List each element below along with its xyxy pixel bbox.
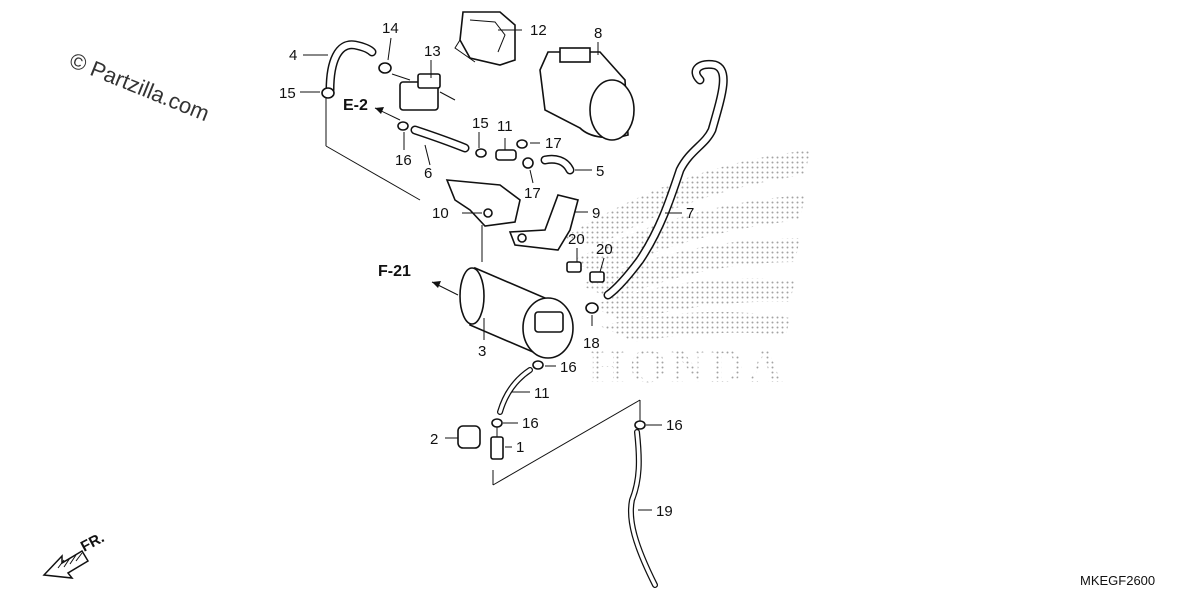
callout-16b: 16 [395, 152, 412, 169]
canister-part-3 [459, 266, 574, 359]
reference-label-f21: F-21 [378, 263, 411, 280]
bracket-part-9 [508, 194, 579, 251]
joint-part-1 [490, 426, 504, 460]
callout-20a: 20 [568, 231, 585, 248]
hose-part-19 [627, 429, 658, 588]
callout-17b: 17 [524, 185, 541, 202]
front-direction-arrow: FR. [42, 529, 107, 579]
solenoid-valve-part-14 [391, 73, 456, 111]
bolt-part-20a [566, 261, 582, 273]
callout-1: 1 [516, 439, 524, 456]
bracket-part-10 [445, 179, 521, 227]
callout-6: 6 [424, 165, 432, 182]
clip-part-18 [585, 302, 599, 314]
callout-14: 13 [424, 43, 441, 60]
callout-16d: 16 [522, 415, 539, 432]
callout-16a: 15 [472, 115, 489, 132]
assembly-lines [325, 96, 641, 486]
reference-f21: F-21 [378, 263, 459, 296]
callout-2: 2 [430, 431, 438, 448]
clip-part-16d [634, 420, 646, 430]
callout-labels: 4 14 15 13 12 8 15 16 6 11 17 17 5 10 9 … [279, 20, 694, 520]
callout-11: 11 [534, 385, 550, 402]
callout-10: 10 [432, 205, 449, 222]
callout-15b: 15 [279, 85, 296, 102]
cover-part-12 [454, 11, 516, 66]
callout-18: 18 [583, 335, 600, 352]
diagram-code: MKEGF2600 [1080, 573, 1155, 588]
joint-part-13 [495, 149, 517, 161]
watermark: © Partzilla.com [66, 47, 213, 126]
bolt-part-20b [589, 271, 605, 283]
hose-part-7 [603, 59, 728, 300]
callout-8: 8 [594, 25, 602, 42]
hose-part-6 [410, 125, 470, 153]
hose-part-4 [325, 40, 377, 95]
plug-part-2 [457, 425, 481, 449]
clip-part-17a [516, 139, 528, 149]
callout-16e: 16 [666, 417, 683, 434]
clip-part-15a [378, 62, 392, 74]
callout-5: 5 [596, 163, 604, 180]
clip-part-15b [321, 87, 335, 99]
callout-leaders [300, 29, 682, 511]
clip-part-17b [522, 157, 534, 169]
arrow-hatching [57, 552, 83, 569]
callout-19: 19 [656, 503, 673, 520]
callout-20b: 20 [596, 241, 613, 258]
hose-part-11 [497, 367, 533, 415]
honda-logo-text: HONDA [588, 340, 787, 393]
callout-15a: 14 [382, 20, 399, 37]
callout-9: 9 [592, 205, 600, 222]
canister-part-8 [539, 47, 635, 141]
clip-part-16e [532, 360, 544, 370]
callout-4: 4 [289, 47, 297, 64]
callout-3: 3 [478, 343, 486, 360]
clip-part-16c [491, 418, 503, 428]
clip-part-16a [397, 121, 409, 131]
callout-12: 12 [530, 22, 547, 39]
callout-7: 7 [686, 205, 694, 222]
reference-e2: E-2 [343, 97, 401, 121]
callout-17a: 17 [545, 135, 562, 152]
honda-wing-logo: HONDA [560, 150, 810, 393]
callout-16c: 16 [560, 359, 577, 376]
reference-label-e2: E-2 [343, 97, 368, 114]
hose-part-5 [540, 154, 575, 175]
clip-part-16b [475, 148, 487, 158]
callout-13: 11 [497, 118, 513, 135]
